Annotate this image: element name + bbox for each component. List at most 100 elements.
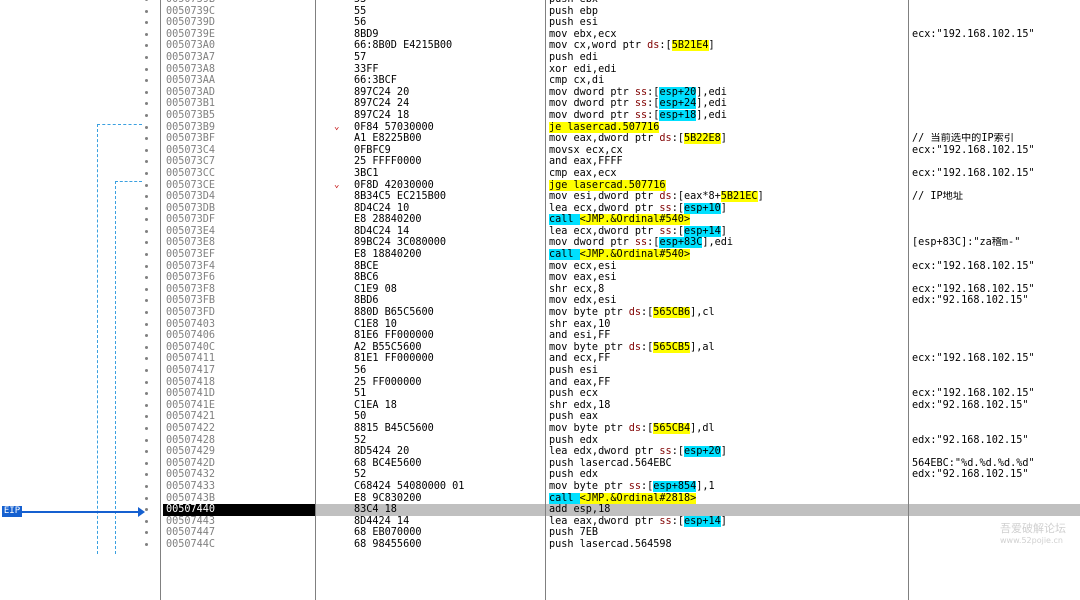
instruction-cell[interactable]: cmp cx,di bbox=[546, 75, 908, 87]
breakpoint-dot-icon[interactable] bbox=[145, 508, 148, 512]
bytes-cell[interactable]: 56 bbox=[354, 17, 367, 29]
comment-cell[interactable] bbox=[909, 411, 1080, 423]
breakpoint-dot-icon[interactable] bbox=[145, 171, 148, 175]
bytes-cell[interactable]: 8D4C24 10 bbox=[354, 202, 410, 214]
comment-cell[interactable]: edx:"92.168.102.15" bbox=[912, 469, 1029, 481]
instruction-cell[interactable]: mov byte ptr ds:[565CB6],cl bbox=[546, 307, 908, 319]
address-cell[interactable]: 0050739C bbox=[166, 5, 216, 17]
comment-cell[interactable] bbox=[909, 110, 1080, 122]
breakpoint-dot-icon[interactable] bbox=[145, 67, 148, 71]
bytes-cell[interactable]: E8 28840200 bbox=[354, 214, 422, 226]
comment-cell[interactable] bbox=[909, 122, 1080, 134]
comment-cell[interactable]: // IP地址 bbox=[912, 191, 964, 203]
instruction-cell[interactable]: shr edx,18 bbox=[546, 400, 908, 412]
breakpoint-dot-icon[interactable] bbox=[145, 531, 148, 535]
instruction-row[interactable]: 0050739B53push ebx bbox=[0, 0, 1080, 6]
breakpoint-dot-icon[interactable] bbox=[145, 113, 148, 117]
address-cell[interactable]: 00507447 bbox=[166, 527, 216, 539]
bytes-cell[interactable]: 66:8B0D E4215B00 bbox=[354, 40, 453, 52]
breakpoint-dot-icon[interactable] bbox=[145, 183, 148, 187]
instruction-cell[interactable]: push lasercad.564EBC bbox=[546, 458, 908, 470]
address-cell[interactable]: 005073AD bbox=[166, 86, 216, 98]
breakpoint-dot-icon[interactable] bbox=[145, 450, 148, 454]
comment-cell[interactable] bbox=[909, 40, 1080, 52]
breakpoint-dot-icon[interactable] bbox=[145, 369, 148, 372]
bytes-cell[interactable]: 33FF bbox=[354, 63, 379, 75]
comment-cell[interactable] bbox=[909, 6, 1080, 18]
bytes-cell[interactable]: 897C24 24 bbox=[354, 98, 410, 110]
instruction-cell[interactable]: mov byte ptr ss:[esp+854],1 bbox=[546, 480, 908, 493]
bytes-cell[interactable]: C1EA 18 bbox=[354, 399, 397, 411]
comment-cell[interactable] bbox=[909, 319, 1080, 331]
breakpoint-dot-icon[interactable] bbox=[145, 55, 148, 59]
bytes-cell[interactable]: C68424 54080000 01 bbox=[354, 480, 465, 492]
breakpoint-dot-icon[interactable] bbox=[145, 206, 148, 210]
breakpoint-dot-icon[interactable] bbox=[145, 380, 148, 384]
instruction-cell[interactable]: push edi bbox=[546, 52, 908, 64]
instruction-cell[interactable]: mov esi,dword ptr ds:[eax*8+5B21EC] bbox=[546, 191, 908, 203]
breakpoint-dot-icon[interactable] bbox=[145, 276, 148, 280]
instruction-cell[interactable]: and eax,FFFF bbox=[546, 156, 908, 168]
breakpoint-dot-icon[interactable] bbox=[145, 148, 148, 152]
bytes-cell[interactable]: E8 18840200 bbox=[354, 249, 422, 261]
bytes-cell[interactable]: C1E9 08 bbox=[354, 283, 397, 295]
instruction-cell[interactable]: push ebx bbox=[546, 0, 908, 6]
instruction-cell[interactable]: push ebp bbox=[546, 6, 908, 18]
breakpoint-dot-icon[interactable] bbox=[145, 496, 148, 500]
bytes-cell[interactable]: 56 bbox=[354, 365, 367, 376]
comment-cell[interactable] bbox=[909, 272, 1080, 284]
breakpoint-dot-icon[interactable] bbox=[145, 403, 148, 407]
breakpoint-dot-icon[interactable] bbox=[145, 264, 148, 268]
address-cell[interactable]: 005073F4 bbox=[166, 260, 216, 272]
comment-cell[interactable] bbox=[909, 446, 1080, 458]
comment-cell[interactable] bbox=[909, 156, 1080, 168]
comment-cell[interactable] bbox=[909, 504, 1080, 516]
address-cell[interactable]: 0050741E bbox=[166, 399, 216, 411]
bytes-cell[interactable]: 25 FF000000 bbox=[354, 376, 422, 388]
address-cell[interactable]: 005073B9 bbox=[166, 121, 216, 133]
breakpoint-dot-icon[interactable] bbox=[145, 44, 148, 48]
bytes-cell[interactable]: 89BC24 3C080000 bbox=[354, 237, 447, 249]
address-cell[interactable]: 005073A0 bbox=[166, 40, 216, 52]
breakpoint-dot-icon[interactable] bbox=[145, 125, 148, 129]
comment-cell[interactable]: // 当前选中的IP索引 bbox=[912, 133, 1014, 145]
address-cell[interactable]: 0050739E bbox=[166, 28, 216, 40]
breakpoint-dot-icon[interactable] bbox=[145, 345, 148, 349]
breakpoint-dot-icon[interactable] bbox=[145, 137, 148, 141]
bytes-cell[interactable]: 880D B65C5600 bbox=[354, 307, 434, 319]
breakpoint-dot-icon[interactable] bbox=[145, 9, 148, 13]
address-cell[interactable]: 00507433 bbox=[166, 480, 216, 492]
address-cell[interactable]: 00507418 bbox=[166, 376, 216, 388]
bytes-cell[interactable]: A1 E8225B00 bbox=[354, 133, 422, 145]
breakpoint-dot-icon[interactable] bbox=[145, 90, 148, 94]
instruction-cell[interactable]: shr eax,10 bbox=[546, 319, 908, 331]
instruction-cell[interactable]: lea ecx,dword ptr ss:[esp+14] bbox=[546, 225, 908, 238]
comment-cell[interactable]: ecx:"192.168.102.15" bbox=[912, 353, 1035, 365]
breakpoint-dot-icon[interactable] bbox=[145, 21, 148, 25]
breakpoint-dot-icon[interactable] bbox=[145, 102, 148, 106]
bytes-cell[interactable]: 897C24 18 bbox=[354, 109, 410, 121]
address-cell[interactable]: 0050744C bbox=[166, 538, 216, 550]
bytes-cell[interactable]: 25 FFFF0000 bbox=[354, 156, 422, 168]
address-cell[interactable]: 00507421 bbox=[166, 411, 216, 423]
comment-cell[interactable] bbox=[909, 249, 1080, 261]
